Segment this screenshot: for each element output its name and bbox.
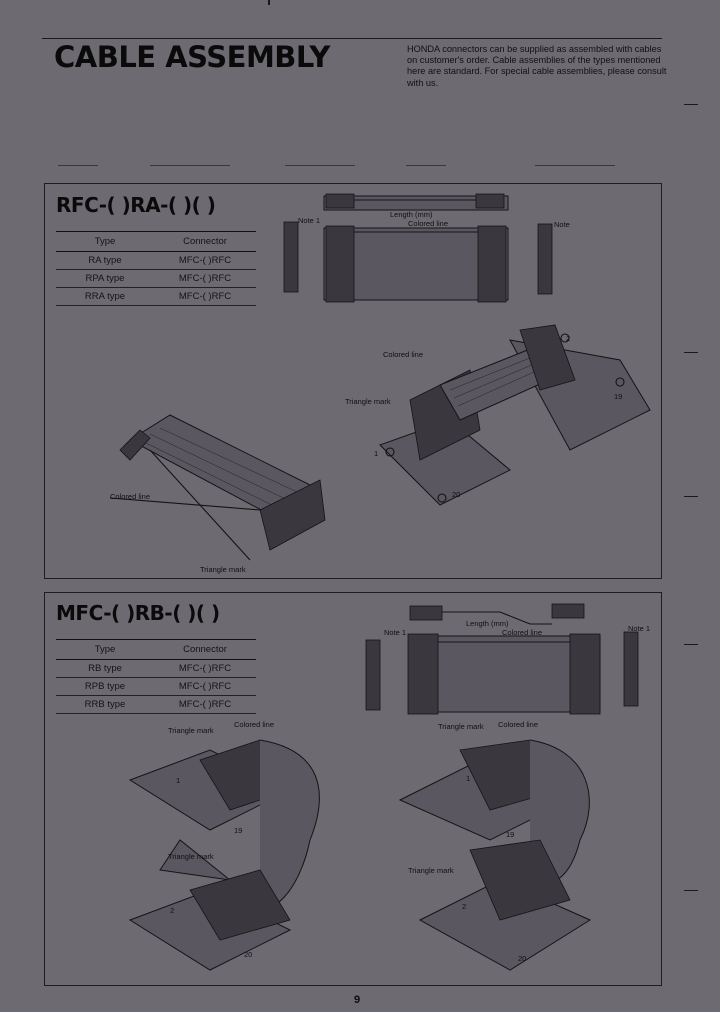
triangle-mark-label-3: Triangle mark: [438, 722, 484, 731]
margin-mark: [684, 644, 698, 645]
table-row: RRB type MFC-( )RFC: [56, 695, 256, 714]
colored-line-label: Colored line: [408, 219, 449, 228]
margin-mark: [684, 104, 698, 105]
colored-line-label-3: Colored line: [498, 720, 539, 729]
table-row: RPB type MFC-( )RFC: [56, 677, 256, 696]
pin-2-label: 2: [566, 334, 571, 343]
note-1b-label: Note 1: [628, 624, 651, 633]
connector-cell: MFC-( )RFC: [154, 659, 256, 678]
rb-assembly-left: [128, 739, 320, 971]
section-rb-table: Type Connector RB type MFC-( )RFC RPB ty…: [56, 639, 256, 714]
pin-2-label: 2: [170, 906, 175, 915]
table-row: RRA type MFC-( )RFC: [56, 287, 256, 306]
section-ra-panel: [44, 183, 662, 579]
header-rule: [42, 38, 662, 39]
col-connector-header: Connector: [154, 639, 256, 660]
separator: [58, 165, 98, 166]
length-label: Length (mm): [390, 210, 433, 219]
table-row: RB type MFC-( )RFC: [56, 659, 256, 678]
colored-line-label-2: Colored line: [383, 350, 424, 359]
ra-flat-cable: [109, 414, 326, 561]
type-cell: RPB type: [56, 677, 154, 696]
type-cell: RRB type: [56, 695, 154, 714]
type-cell: RRA type: [56, 287, 154, 306]
ra-cable-top-view: [283, 193, 553, 303]
triangle-mark-label: Triangle mark: [345, 397, 391, 406]
margin-mark: [684, 890, 698, 891]
rb-assembly-right: [398, 739, 592, 971]
margin-mark: [684, 352, 698, 353]
colored-line-label: Colored line: [502, 628, 543, 637]
type-cell: RPA type: [56, 269, 154, 288]
pin-19-label: 19: [614, 392, 623, 401]
colored-line-label-2: Colored line: [234, 720, 275, 729]
colored-line-label-3: Colored line: [110, 492, 151, 501]
pin-20-label: 20: [244, 950, 253, 959]
table-row: RPA type MFC-( )RFC: [56, 269, 256, 288]
rb-cable-top-view: [365, 603, 639, 715]
pin-1-label: 1: [374, 449, 379, 458]
pin-1-label-b: 1: [466, 774, 471, 783]
col-type-header: Type: [56, 231, 154, 252]
length-label: Length (mm): [466, 619, 509, 628]
connector-cell: MFC-( )RFC: [154, 677, 256, 696]
note-1-label: Note 1: [298, 216, 321, 225]
triangle-mark-label-4: Triangle mark: [408, 866, 454, 875]
triangle-mark-label-2: Triangle mark: [200, 565, 246, 574]
separator: [535, 165, 615, 166]
note-label: Note: [554, 220, 570, 229]
connector-cell: MFC-( )RFC: [154, 287, 256, 306]
col-connector-header: Connector: [154, 231, 256, 252]
pin-1-label: 1: [176, 776, 181, 785]
note-1-label: Note 1: [384, 628, 407, 637]
top-mark: [268, 0, 270, 5]
separator: [285, 165, 355, 166]
separator: [406, 165, 446, 166]
section-rb-panel: [44, 592, 662, 986]
triangle-mark-label-2: Triangle mark: [168, 852, 214, 861]
ra-assembly-isometric: [379, 324, 651, 506]
type-cell: RA type: [56, 251, 154, 270]
connector-cell: MFC-( )RFC: [154, 269, 256, 288]
pin-20-label: 20: [452, 490, 461, 499]
pin-19-label: 19: [234, 826, 243, 835]
section-rb-heading: MFC-( )RB-( )( ): [56, 601, 220, 625]
pin-19-label-b: 19: [506, 830, 515, 839]
connector-cell: MFC-( )RFC: [154, 695, 256, 714]
type-cell: RB type: [56, 659, 154, 678]
connector-cell: MFC-( )RFC: [154, 251, 256, 270]
col-type-header: Type: [56, 639, 154, 660]
triangle-mark-label: Triangle mark: [168, 726, 214, 735]
page-title: CABLE ASSEMBLY: [54, 40, 330, 74]
pin-20-label-b: 20: [518, 954, 527, 963]
section-ra-table: Type Connector RA type MFC-( )RFC RPA ty…: [56, 231, 256, 306]
pin-2-label-b: 2: [462, 902, 467, 911]
section-ra-heading: RFC-( )RA-( )( ): [56, 193, 216, 217]
margin-mark: [684, 496, 698, 497]
separator: [150, 165, 230, 166]
intro-paragraph: HONDA connectors can be supplied as asse…: [407, 44, 667, 88]
page-number: 9: [354, 994, 361, 1006]
table-row: RA type MFC-( )RFC: [56, 251, 256, 270]
